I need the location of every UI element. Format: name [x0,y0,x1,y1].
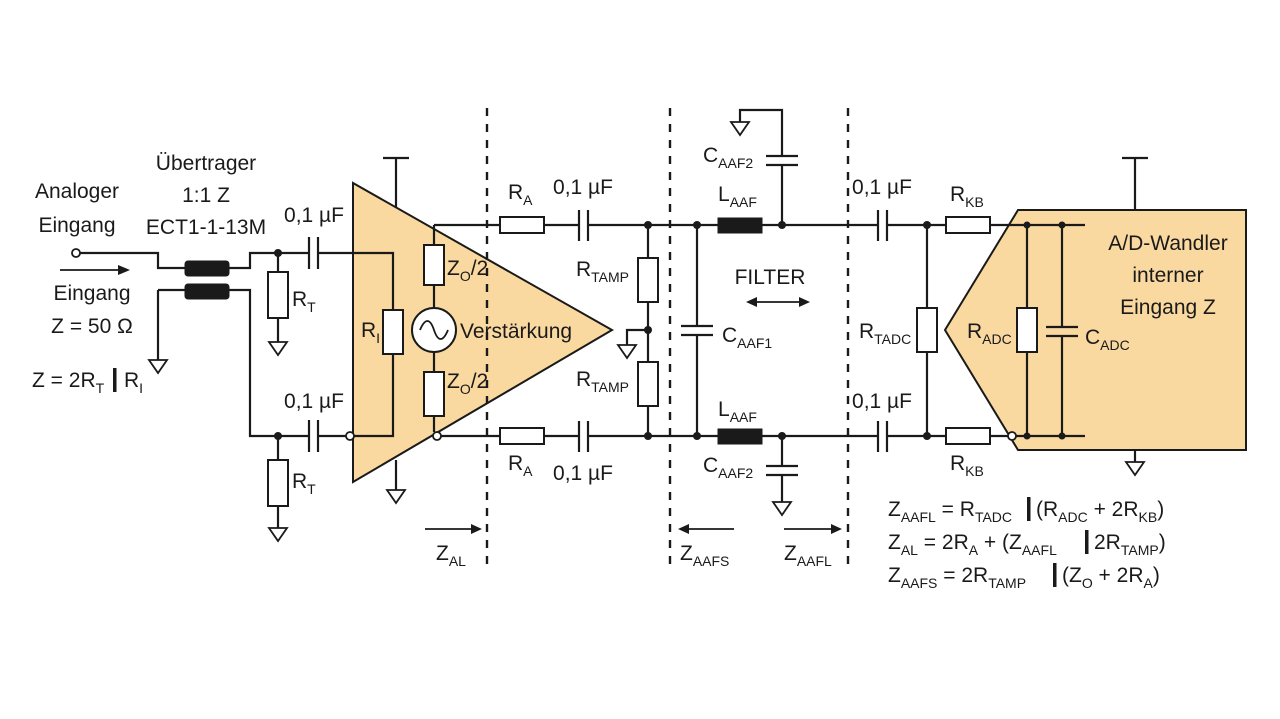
label-zal: ZAL [436,542,466,569]
label-rt-top: RT [292,288,316,315]
termination-resistor-bottom [267,432,289,543]
kickback-resistor-top [945,216,991,234]
arrow-left-icon [746,297,757,307]
filter-inductor-top [717,217,763,234]
amplifier-block [352,181,615,484]
equation-zaafl: ZAAFL = RTADC (RADC + 2RKB) [888,497,1164,525]
svg-text:(RADC + 2RKB): (RADC + 2RKB) [1036,498,1164,525]
series-resistor-ra-bottom [499,427,545,445]
filter-cap-caaf1 [681,221,713,440]
label-laaf-top: LAAF [718,183,757,210]
label-input-formula-tail: RI [124,369,143,396]
label-caaf1: CAAF1 [722,324,772,351]
label-rtadc: RTADC [859,320,911,347]
label-adc-line2: interner [1132,264,1203,287]
arrow-left-icon [678,524,689,534]
input-cap-top [278,237,395,310]
label-adc-line1: A/D-Wandler [1108,232,1227,255]
label-analog-input-2: Eingang [38,214,115,237]
filter-inductor-bottom [717,428,763,445]
label-cap-input-bottom: 0,1 µF [284,390,344,413]
label-cap-adc-top: 0,1 µF [852,176,912,199]
arrow-right-icon [118,265,130,275]
label-zo-half-bottom: ZO/2 [447,370,488,397]
amplifier-internal [411,225,457,441]
label-transformer-title: Übertrager [156,152,256,175]
filter-cap-caaf2-bottom [766,432,798,517]
label-rkb-top: RKB [950,183,984,210]
adc-termination-resistor [916,221,938,440]
svg-text:2RTAMP): 2RTAMP) [1094,531,1166,558]
label-transformer-ratio: 1:1 Z [182,184,230,207]
equation-zaafs: ZAAFS = 2RTAMP (ZO + 2RA) [888,563,1160,591]
label-input-impedance: Z = 50 Ω [51,315,133,338]
ground-icon [385,489,407,505]
input-cap-bottom [278,354,395,452]
ground-icon [267,527,289,543]
label-analog-input-1: Analoger [35,180,119,203]
transformer [184,251,278,438]
label-cap-input-top: 0,1 µF [284,204,344,227]
input-section [60,248,185,375]
label-filter: FILTER [735,266,806,289]
label-caaf2-top: CAAF2 [703,144,753,171]
label-zo-half-top: ZO/2 [447,257,488,284]
input-resistor-ri [382,309,404,355]
label-rtamp-top: RTAMP [576,258,629,285]
label-caaf2-bottom: CAAF2 [703,454,753,481]
amp-termination-resistors [616,221,659,440]
ground-icon [616,344,638,360]
label-input-arrow: Eingang [53,282,130,305]
ground-icon [771,501,793,517]
svg-text:ZAL = 2RA + (ZAAFL: ZAL = 2RA + (ZAAFL [888,531,1057,558]
label-rtamp-bottom: RTAMP [576,368,629,395]
label-transformer-part: ECT1-1-13M [146,216,266,239]
label-amplifier: Verstärkung [460,320,572,343]
svg-text:ZAAFS = 2RTAMP: ZAAFS = 2RTAMP [888,564,1026,591]
arrow-right-icon [799,297,810,307]
arrow-right-icon [471,524,482,534]
ground-icon [729,121,751,137]
equation-zal: ZAL = 2RA + (ZAAFL 2RTAMP) [888,530,1166,558]
svg-text:(ZO + 2RA): (ZO + 2RA) [1062,564,1160,591]
termination-resistor-top [267,249,289,357]
label-adc-line3: Eingang Z [1120,296,1216,319]
label-ra-top: RA [508,181,533,208]
kickback-resistor-bottom [945,427,991,445]
input-terminal [71,248,81,258]
ground-icon [1124,461,1146,477]
label-cap-adc-bottom: 0,1 µF [852,390,912,413]
label-rt-bottom: RT [292,470,316,497]
label-radc: RADC [967,320,1012,347]
series-resistor-ra-top [499,216,545,234]
label-cadc: CADC [1085,326,1130,353]
ground-icon [267,341,289,357]
label-cap-amp-top: 0,1 µF [553,176,613,199]
ground-icon [147,359,169,375]
label-rkb-bottom: RKB [950,452,984,479]
label-zaafl: ZAAFL [784,542,832,569]
svg-text:ZAAFL = RTADC: ZAAFL = RTADC [888,498,1012,525]
label-input-formula: Z = 2RT [32,369,105,396]
label-ra-bottom: RA [508,452,533,479]
adc-block [943,209,1247,451]
label-cap-amp-bottom: 0,1 µF [553,462,613,485]
label-zaafs: ZAAFS [680,542,729,569]
adc-internal [1016,221,1078,440]
label-ri: RI [361,319,380,346]
ac-source-icon [419,320,449,340]
filter-cap-caaf2-top [729,108,798,229]
arrow-right-icon [831,524,842,534]
label-laaf-bottom: LAAF [718,398,757,425]
